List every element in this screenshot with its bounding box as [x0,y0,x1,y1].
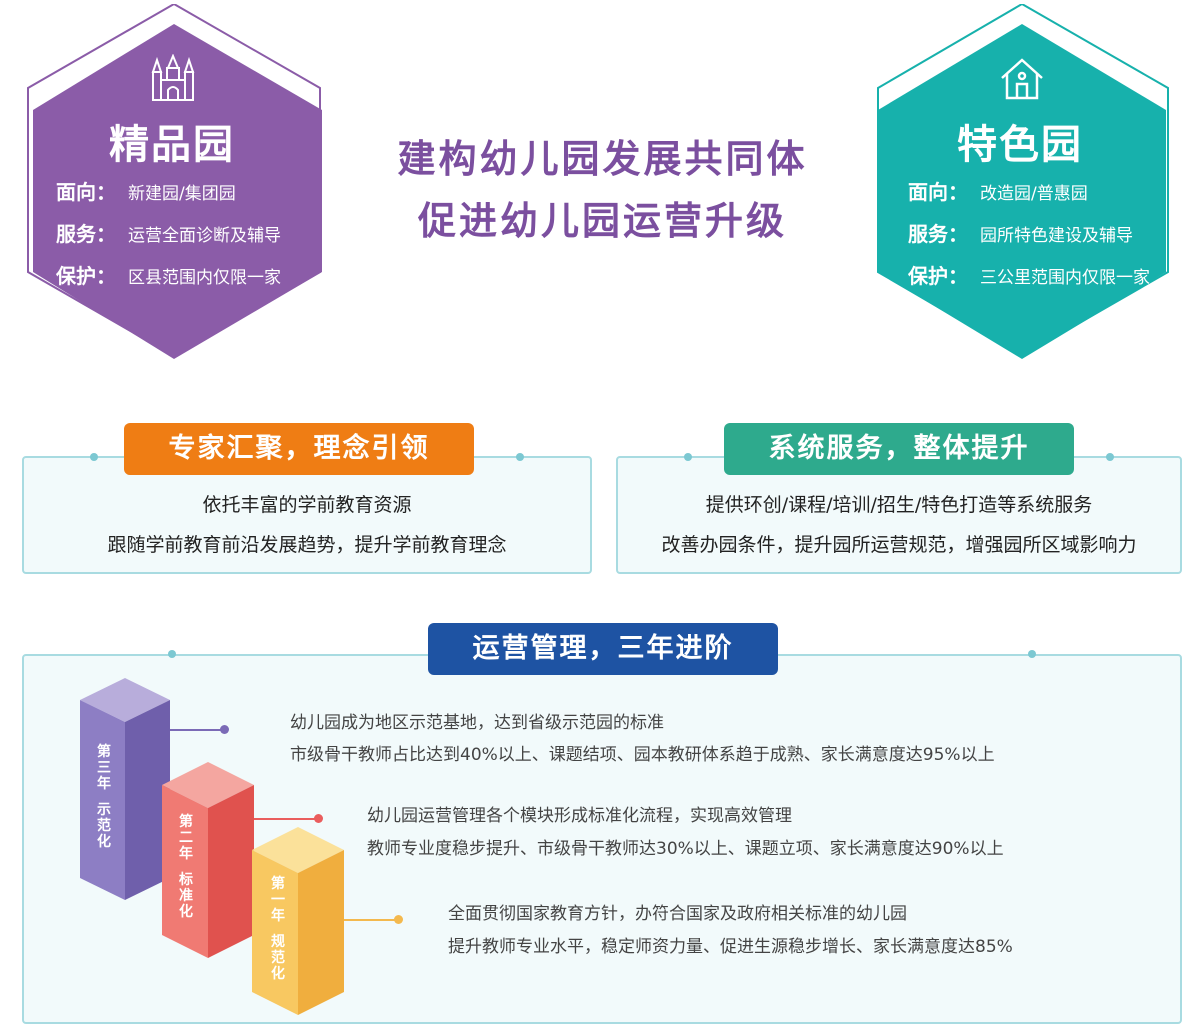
row-value: 区县范围内仅限一家 [128,268,281,288]
row-value: 三公里范围内仅限一家 [980,268,1150,288]
operation-badge: 运营管理，三年进阶 [428,623,778,675]
box-line: 依托丰富的学前教育资源 [202,494,412,516]
hexagon-row: 服务： 园所特色建设及辅导 [908,218,1133,247]
row-key: 保护： [908,264,968,288]
system-box: 提供环创/课程/培训/招生/特色打造等系统服务 改善办园条件，提升园所运营规范，… [616,456,1182,574]
row-value: 园所特色建设及辅导 [980,226,1133,246]
step-3-line-1: 幼儿园成为地区示范基地，达到省级示范园的标准 [290,713,664,733]
pillar-year-3 [80,678,170,900]
expert-badge: 专家汇聚，理念引领 [124,423,474,475]
premium-kindergarten-hexagon: 精品园 面向： 新建园/集团园 服务： 运营全面诊断及辅导 保护： 区县范围内仅限一家 [22,4,322,359]
decor-dot [684,453,692,461]
hexagon-row: 保护： 区县范围内仅限一家 [56,260,281,289]
hexagon-row: 面向： 新建园/集团园 [56,176,236,205]
decor-dot [1028,650,1036,658]
decor-dot [1106,453,1114,461]
step-2-line-2: 教师专业度稳步提升、市级骨干教师达30%以上、课题立项、家长满意度达90%以上 [367,839,1004,859]
pillar-label-year: 第三年 [97,744,111,792]
connector-dot [314,814,323,823]
hexagon-row: 服务： 运营全面诊断及辅导 [56,218,281,247]
pillar-year-2 [162,762,254,958]
pillar-label-year: 第一年 [271,876,285,924]
row-key: 面向： [908,180,968,204]
decor-dot [90,453,98,461]
connector-dot [220,725,229,734]
connector-line [254,818,318,820]
decor-dot [168,650,176,658]
pillars-graphic [80,678,344,1015]
step-1-line-1: 全面贯彻国家教育方针，办符合国家及政府相关标准的幼儿园 [448,904,907,924]
connector-line [170,729,224,731]
box-line: 改善办园条件，提升园所运营规范，增强园所区域影响力 [661,534,1137,556]
system-badge: 系统服务，整体提升 [724,423,1074,475]
row-value: 运营全面诊断及辅导 [128,226,281,246]
featured-kindergarten-hexagon: 特色园 面向： 改造园/普惠园 服务： 园所特色建设及辅导 保护： 三公里范围内仅限一… [874,4,1174,359]
pillar-year-1 [252,827,344,1015]
step-2-line-1: 幼儿园运营管理各个模块形成标准化流程，实现高效管理 [367,806,792,826]
connector-line [344,919,398,921]
box-line: 跟随学前教育前沿发展趋势，提升学前教育理念 [107,534,507,556]
row-key: 服务： [908,222,968,246]
headline-line-2: 促进幼儿园运营升级 [417,199,787,243]
pillar-label-stage: 标准化 [179,872,193,920]
row-key: 保护： [56,264,116,288]
decor-dot [516,453,524,461]
hexagon-content: 特色园 面向： 改造园/普惠园 服务： 园所特色建设及辅导 保护： 三公里范围内仅限一… [874,4,1174,359]
box-line: 提供环创/课程/培训/招生/特色打造等系统服务 [705,494,1093,516]
row-value: 新建园/集团园 [128,184,236,204]
step-1-line-2: 提升教师专业水平，稳定师资力量、促进生源稳步增长、家长满意度达85% [448,937,1013,957]
headline-line-1: 建构幼儿园发展共同体 [397,137,808,181]
pillar-label-stage: 规范化 [271,934,285,982]
step-3-line-2: 市级骨干教师占比达到40%以上、课题结项、园本教研体系趋于成熟、家长满意度达95… [290,745,995,765]
hexagon-content: 精品园 面向： 新建园/集团园 服务： 运营全面诊断及辅导 保护： 区县范围内仅限一家 [22,4,322,359]
pillar-label-year: 第二年 [179,814,193,862]
row-key: 服务： [56,222,116,246]
hexagon-shape [27,4,322,359]
hexagon-row: 面向： 改造园/普惠园 [908,176,1088,205]
row-key: 面向： [56,180,116,204]
connector-dot [394,915,403,924]
hexagon-shape [877,4,1169,359]
pillar-label-stage: 示范化 [97,802,111,850]
hexagon-title: 精品园 [109,122,235,168]
row-value: 改造园/普惠园 [980,184,1088,204]
hexagon-title: 特色园 [957,122,1083,168]
hexagon-row: 保护： 三公里范围内仅限一家 [908,260,1150,289]
